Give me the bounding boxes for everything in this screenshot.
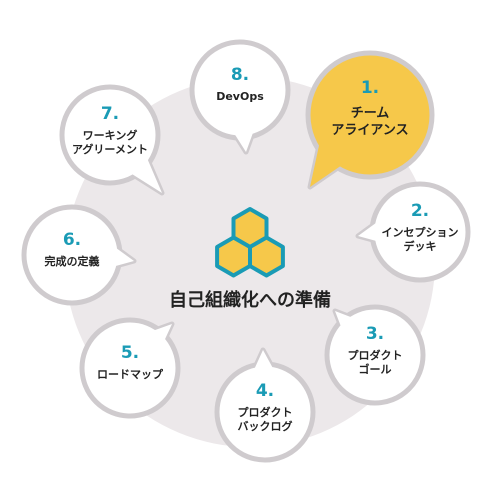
step-bubbles: 1.チームアライアンス2.インセプションデッキ3.プロダクトゴール4.プロダクト… [21, 39, 471, 463]
step-label: インセプション [382, 225, 459, 239]
bubble-tail-fill [124, 151, 162, 193]
step-label: アグリーメント [72, 142, 148, 156]
bubble-tail-fill [112, 245, 134, 267]
step-label: バックログ [238, 419, 293, 433]
step-bubble-5: 5. ロードマップ [79, 317, 181, 419]
bubble-tail-fill [335, 311, 361, 337]
honeycomb-cell [248, 235, 285, 278]
step-label: デッキ [404, 239, 437, 253]
bubble-circle [305, 50, 435, 180]
step-number: 8. [231, 65, 249, 85]
step-bubble-8: 8. DevOps [189, 39, 291, 155]
step-label: アライアンス [331, 123, 408, 138]
step-label: プロダクト [348, 348, 403, 362]
step-label: 完成の定義 [45, 254, 100, 268]
step-label: チーム [351, 106, 390, 121]
bubble-circle [59, 84, 161, 186]
bubble-tail-fill [144, 324, 172, 350]
step-number: 1. [361, 78, 379, 98]
bubble-tail-fill [358, 220, 380, 242]
step-bubble-6: 6. 完成の定義 [21, 204, 137, 306]
step-label: ワーキング [83, 128, 138, 142]
center-title: 自己組織化への準備 [169, 289, 331, 311]
bubble-tail-fill [253, 350, 275, 372]
step-label: ゴール [359, 362, 392, 376]
bubble-tail-fill [310, 141, 342, 187]
step-number: 5. [121, 343, 139, 363]
bubble-tail-fill [232, 130, 254, 152]
step-number: 3. [366, 324, 384, 344]
step-label: プロダクト [238, 405, 293, 419]
honeycomb-icon [215, 207, 285, 278]
step-number: 7. [101, 104, 119, 124]
step-label: DevOps [216, 90, 264, 103]
step-number: 4. [256, 381, 274, 401]
step-label: ロードマップ [97, 367, 164, 381]
step-number: 6. [63, 230, 81, 250]
step-number: 2. [411, 201, 429, 221]
honeycomb-cell [215, 235, 252, 278]
